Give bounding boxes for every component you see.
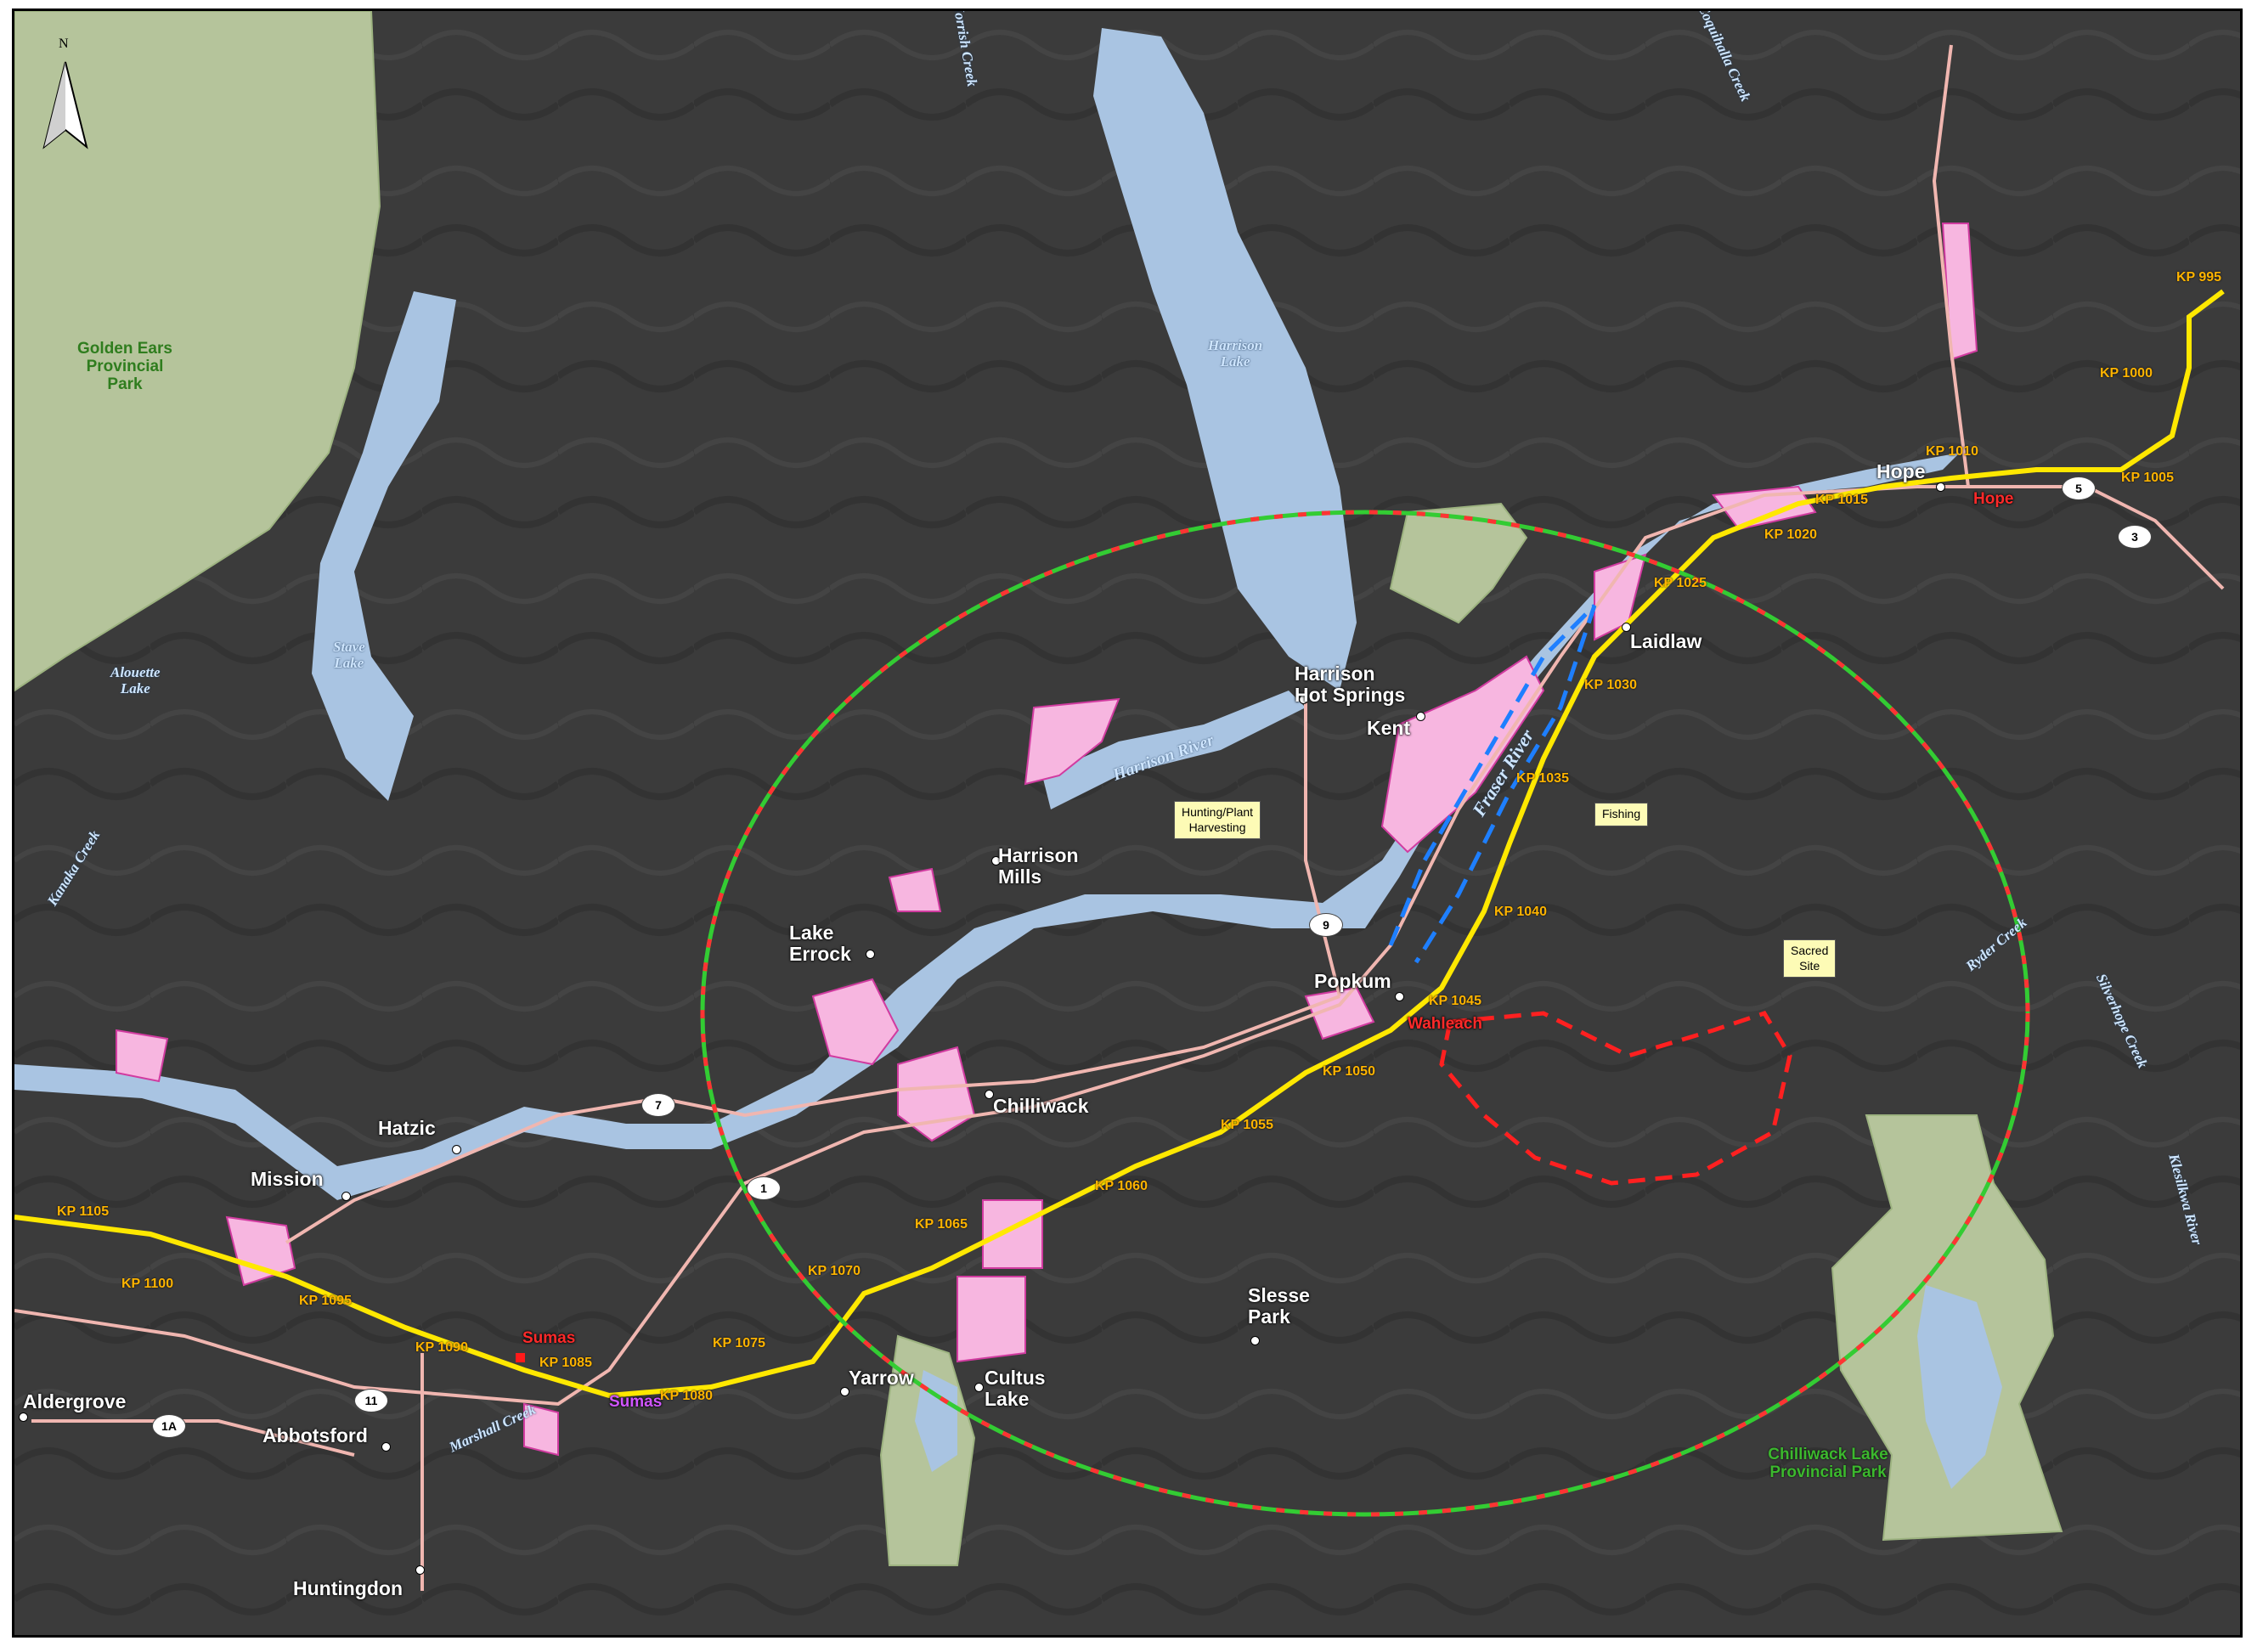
kp-marker: KP 1030 — [1584, 678, 1637, 692]
kp-marker: KP 1005 — [2121, 471, 2174, 485]
golden-ears-park-area — [14, 11, 381, 692]
kp-marker: KP 1105 — [57, 1204, 110, 1219]
kp-marker: KP 1040 — [1494, 905, 1547, 919]
popkum-town-dot — [1395, 992, 1404, 1001]
chilliwack-lake — [1917, 1285, 2002, 1489]
cultus-lake-town-dot — [974, 1383, 984, 1392]
study-area-boundary-dash — [700, 510, 2030, 1517]
highway-3-shield: 3 — [2118, 525, 2152, 549]
label-harrison-hot-springs: Harrison Hot Springs — [1295, 662, 1406, 707]
highway-1a-shield: 1A — [152, 1414, 186, 1438]
kp-marker: KP 1035 — [1516, 771, 1569, 786]
kp-marker: KP 1060 — [1095, 1179, 1148, 1193]
highway-1-shield: 1 — [747, 1176, 781, 1200]
callout-hunting-plant-harvesting: Hunting/Plant Harvesting — [1174, 801, 1261, 839]
label-chilliwack: Chilliwack — [993, 1095, 1089, 1117]
sumas-station-marker — [516, 1353, 525, 1362]
callout-sacred-site: Sacred Site — [1783, 939, 1837, 978]
abbotsford-town-dot — [381, 1442, 391, 1452]
kp-marker: KP 1090 — [415, 1340, 468, 1355]
small-park-area — [1389, 502, 1528, 624]
label-harrison-lake: Harrison Lake — [1208, 337, 1263, 369]
hatzic-town-dot — [452, 1145, 461, 1154]
label-popkum: Popkum — [1314, 970, 1391, 992]
kp-marker: KP 1010 — [1926, 444, 1978, 459]
kent-town-dot — [1416, 712, 1425, 721]
road-network — [14, 44, 2225, 1591]
label-sumas-red-station: Sumas — [522, 1329, 576, 1347]
map-frame: N Hope Laidlaw Harrison Hot Springs Kent… — [12, 8, 2243, 1638]
label-lake-errock: Lake Errock — [789, 922, 851, 966]
kp-marker: KP 1075 — [713, 1336, 765, 1350]
label-golden-ears-park: Golden Ears Provincial Park — [77, 340, 172, 393]
reserve-areas — [116, 223, 1978, 1457]
label-laidlaw: Laidlaw — [1630, 630, 1702, 652]
highway-5-shield: 5 — [2062, 476, 2096, 500]
slesse-park-town-dot — [1250, 1336, 1260, 1345]
label-cultus-lake: Cultus Lake — [985, 1367, 1046, 1411]
harrison-hot-springs-town-dot — [1299, 695, 1308, 704]
kp-marker: KP 1020 — [1764, 527, 1817, 542]
cultus-lake — [915, 1370, 957, 1472]
kp-marker: KP 1050 — [1323, 1064, 1375, 1079]
label-harrison-mills: Harrison Mills — [998, 844, 1079, 888]
kp-marker: KP 1070 — [808, 1264, 861, 1278]
kp-marker: KP 1015 — [1815, 493, 1868, 507]
label-abbotsford: Abbotsford — [262, 1424, 368, 1446]
kp-marker: KP 1065 — [915, 1217, 968, 1232]
highway-9-shield: 9 — [1309, 913, 1343, 937]
laidlaw-town-dot — [1622, 623, 1631, 632]
label-chilliwack-lake-park: Chilliwack Lake Provincial Park — [1768, 1446, 1888, 1481]
label-hope: Hope — [1876, 460, 1926, 482]
callout-fishing: Fishing — [1594, 803, 1649, 826]
huntingdon-town-dot — [415, 1565, 425, 1575]
label-hatzic: Hatzic — [378, 1117, 436, 1139]
hope-town-dot — [1936, 482, 1945, 492]
kp-marker: KP 1085 — [539, 1356, 592, 1370]
label-mission: Mission — [251, 1168, 324, 1190]
harrison-lake — [1093, 28, 1357, 691]
label-yarrow: Yarrow — [849, 1367, 914, 1389]
harrison-mills-town-dot — [991, 856, 1001, 865]
label-alouette-lake: Alouette Lake — [110, 664, 161, 696]
chilliwack-town-dot — [985, 1090, 994, 1099]
highway-7-shield: 7 — [641, 1093, 675, 1117]
kp-marker: KP 1000 — [2100, 366, 2153, 381]
kp-marker: KP 1095 — [299, 1294, 352, 1308]
label-slesse-park: Slesse Park — [1248, 1284, 1310, 1328]
kp-marker: KP 1025 — [1654, 576, 1707, 590]
label-hope-station: Hope — [1973, 490, 2014, 508]
north-arrow-icon: N — [40, 37, 91, 155]
kp-marker: KP 1045 — [1429, 994, 1481, 1008]
north-label: N — [59, 37, 69, 51]
label-kent: Kent — [1367, 717, 1411, 739]
stave-lake — [312, 291, 456, 801]
kp-marker: KP 1055 — [1221, 1118, 1273, 1132]
terrain-map — [14, 11, 2240, 1635]
kp-marker: KP 995 — [2176, 270, 2222, 285]
label-sumas-purple-station: Sumas — [609, 1393, 663, 1411]
highway-11-shield: 11 — [354, 1389, 388, 1412]
mission-town-dot — [341, 1192, 351, 1201]
aldergrove-town-dot — [19, 1412, 28, 1422]
fishing-area — [1388, 604, 1597, 964]
lake-errock-town-dot — [866, 950, 875, 959]
label-stave-lake: Stave Lake — [333, 639, 365, 671]
label-wahleach-station: Wahleach — [1408, 1015, 1482, 1033]
label-huntingdon: Huntingdon — [293, 1577, 403, 1599]
yarrow-town-dot — [840, 1387, 849, 1396]
pipeline-route — [14, 289, 2225, 1399]
harrison-river — [1042, 691, 1306, 809]
kp-marker: KP 1100 — [121, 1277, 174, 1291]
label-aldergrove: Aldergrove — [23, 1390, 127, 1412]
kp-marker: KP 1080 — [660, 1389, 713, 1403]
